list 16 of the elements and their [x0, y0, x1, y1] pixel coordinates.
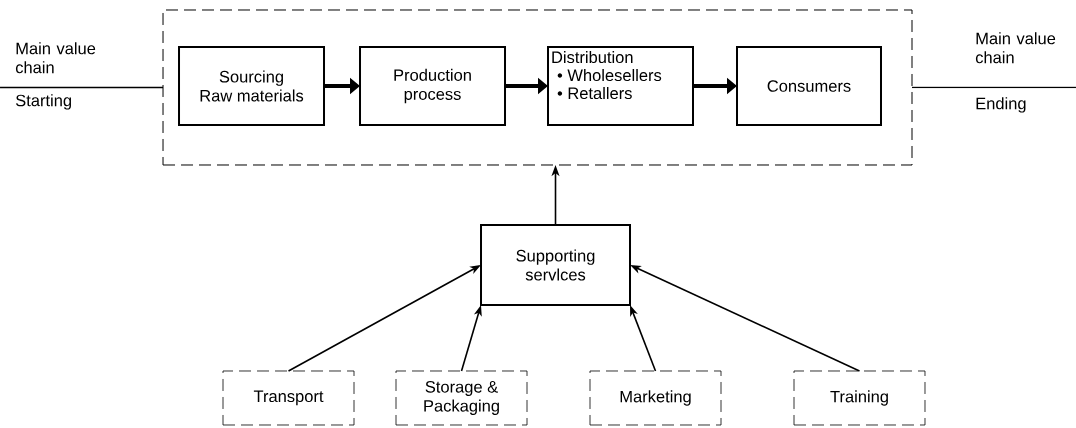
process-box: Consumers: [736, 46, 882, 126]
side-label: Main value chain: [15, 42, 96, 74]
side-label: Main value chain: [975, 32, 1056, 64]
service-box: Marketing: [589, 370, 722, 426]
dashed-frame: [162, 9, 913, 166]
side-label: Starting: [15, 94, 71, 110]
service-box: Transport: [222, 370, 355, 426]
process-box: Sourcing Raw materials: [178, 46, 325, 126]
service-box: Storage & Packaging: [395, 370, 528, 426]
process-box: Supporting servlces: [480, 224, 631, 306]
process-box: Production process: [359, 46, 506, 126]
process-box: Distribution • Wholesellers • Retallers: [547, 46, 694, 126]
side-label: Ending: [976, 97, 1026, 113]
connector-line: [911, 86, 1076, 89]
connector-line: [0, 86, 164, 89]
service-box: Training: [793, 370, 926, 426]
